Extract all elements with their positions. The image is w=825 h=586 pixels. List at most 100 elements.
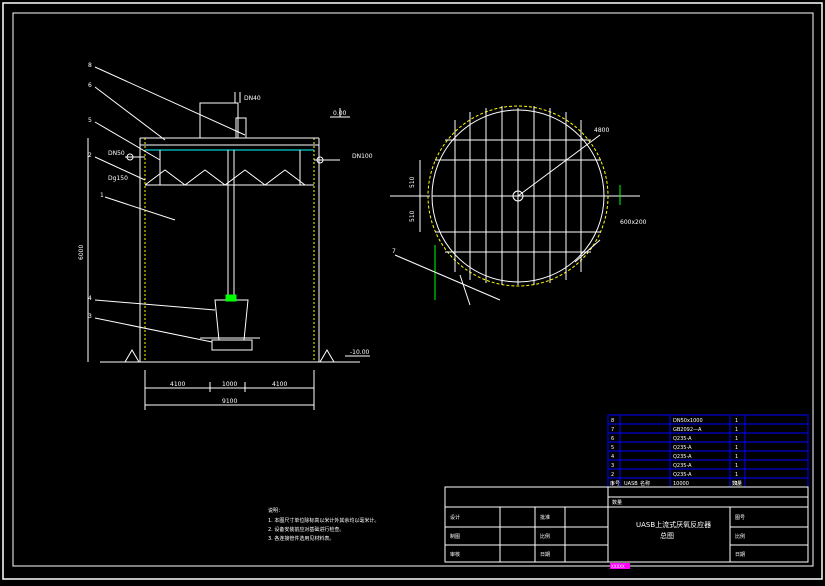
leader-8 [94,66,246,136]
leader-2 [94,156,146,181]
gas-pipe-label: DN40 [244,95,261,102]
part-label-2: 2 [88,152,92,159]
left-support [124,349,140,363]
plan-grid [432,106,604,285]
outlet-pipe-label: DN100 [352,153,373,160]
part-label-4: 4 [88,295,92,302]
tb-title-line2: 总图 [660,531,674,540]
tb-check: 审核 [450,551,460,558]
inner-frame [12,12,814,567]
tb-date: 日期 [540,552,550,558]
dim-mid-label: 1000 [222,381,237,388]
plan-radius-line [517,134,601,197]
dim-total-label: 9100 [222,398,237,405]
tb-scale: 比例 [540,533,550,540]
bom-cell-spec: Q235-A [673,454,692,460]
part-label-1: 1 [100,192,104,199]
leader-4 [94,299,216,311]
title-block [444,486,809,563]
bom-cell-spec: 10000 [673,481,689,487]
note-line-3: 3. 各连接管件选用见材料表。 [268,535,334,542]
title-block-frame [444,486,809,563]
tb-draw: 制图 [450,533,460,540]
plan-center [512,190,524,202]
bom-cell-spec: Q235-A [673,463,692,469]
leader-5 [94,121,161,161]
note-line-1: 1. 本图尺寸单位除标高以米计外其余均以毫米计。 [268,517,379,524]
inlet-pipe-label: DN50 [108,150,125,157]
bom-cell-spec: GB2092—A [673,427,702,433]
plan-side-pipe-label: 600x200 [620,219,647,226]
tb-scale-2: 比例 [735,533,745,540]
bom-cell-no: 4 [611,454,614,460]
elev-top-label: 0.00 [333,110,347,117]
gas-valve [235,117,247,139]
bom-cell-no: 6 [611,436,614,442]
sludge-pipe-label: Dg150 [108,175,128,182]
bom-cell-name: UASB [624,481,638,487]
bom-cell-qty: 1 [735,418,738,424]
bom-cell-no: 5 [611,445,614,451]
plan-view [390,105,640,306]
plan-leader-a [459,274,471,306]
bom-cell-qty: 1 [735,436,738,442]
tb-date-2: 日期 [735,552,745,558]
bom-cell-qty: 1 [735,463,738,469]
plan-dim-b-label: 510 [409,210,416,222]
plan-part-label-7: 7 [392,248,396,255]
bom-cell-qty: 1 [735,427,738,433]
elev-ground-label: -10.00 [350,349,370,356]
bom-cell-no: 7 [611,427,614,433]
bom-cell-qty: 1 [735,472,738,478]
bom-cell-spec: Q235-A [673,445,692,451]
tb-approve: 批准 [540,514,550,521]
leader-3 [94,317,213,343]
bom-cell-no: 1 [611,481,614,487]
notes-block: 说明： 1. 本图尺寸单位除标高以米计外其余均以毫米计。 2. 设备安装前应对基… [268,507,379,542]
right-support [319,349,335,363]
stamp-label: XXXXX [611,564,625,569]
note-line-2: 2. 设备安装前应对基础进行检查。 [268,526,344,533]
plan-leader-7 [394,254,501,301]
bom-cell-qty: 1 [735,454,738,460]
bom-header-qty: 数量 [732,480,742,487]
bom-cell-spec: Q235-A [673,436,692,442]
dim-right-label: 4100 [272,381,287,388]
tb-sheet: 图号 [735,515,745,521]
bom-cell-qty: 1 [735,481,738,487]
plan-dim-a-label: 510 [409,176,416,188]
leader-1 [104,196,176,221]
bom-cell-qty: 1 [735,445,738,451]
bom-header-no: 序号 [610,480,620,487]
bom-cell-no: 2 [611,472,614,478]
bom-cell-spec: Q235-A [673,472,692,478]
part-label-3: 3 [88,313,92,320]
height-dim-label: 6000 [78,245,85,260]
bom-cell-spec: DN50x1000 [673,418,703,424]
bom-cell-no: 8 [611,418,614,424]
bom-header-name: 名称 [640,480,650,487]
distributor-cone [214,299,249,341]
distributor-base [211,339,253,351]
plan-leader-b [574,239,601,263]
distributor-marker [225,294,237,302]
separator-hoods [144,169,314,186]
gas-collector-box [199,102,239,139]
stamp-mark [610,563,630,569]
leader-6 [94,86,166,141]
dim-left-label: 4100 [170,381,185,388]
bom-cell-no: 3 [611,463,614,469]
tb-title-line1: UASB上流式厌氧反应器 [636,520,711,529]
tb-material: 数量 [612,499,622,506]
tb-design: 设计 [450,514,460,521]
inlet-flange [126,153,134,161]
part-label-6: 6 [88,82,92,89]
plan-radius-label: 4800 [594,127,609,134]
part-label-8: 8 [88,62,92,69]
bom-table [607,414,809,488]
outlet-flange [316,156,324,164]
part-label-5: 5 [88,117,92,124]
